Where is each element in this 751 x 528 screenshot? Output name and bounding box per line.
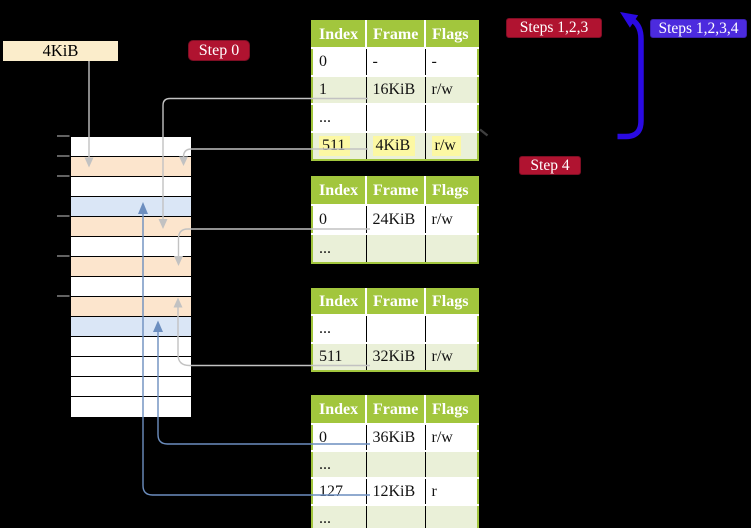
table-cell: [365, 505, 425, 528]
table-cell: [365, 315, 425, 343]
table-cell: [365, 234, 425, 263]
steps-123-badge: Steps 1,2,3: [506, 18, 602, 38]
column-header: Flags: [424, 289, 478, 315]
table-cell: 0: [319, 53, 327, 70]
table-cell: 24KiB: [365, 205, 425, 234]
column-header: Index: [312, 396, 366, 424]
memory-row-4: [71, 217, 191, 237]
table-cell: ...: [312, 505, 366, 528]
table-row: ...: [312, 315, 478, 343]
table-cell: 511: [312, 343, 366, 371]
table-cell: 511: [312, 132, 366, 160]
step-0-badge: Step 0: [188, 40, 250, 61]
table-cell: 4KiB: [365, 132, 425, 160]
table-cell: 0: [319, 210, 327, 228]
table-cell: 0: [319, 428, 327, 446]
column-header: Index: [312, 21, 366, 48]
table-cell: 32KiB: [365, 343, 425, 371]
column-header: Frame: [365, 396, 425, 424]
highlighted-value: 4KiB: [372, 136, 416, 156]
memory-strip: [70, 136, 192, 418]
walk-return-arrowhead: [620, 12, 639, 28]
steps-1234-badge: Steps 1,2,3,4: [650, 19, 747, 38]
table-row: 511 4KiB r/w: [312, 132, 478, 160]
table-cell: [424, 505, 478, 528]
column-header: Index: [312, 289, 366, 315]
table-cell: -: [365, 48, 425, 76]
table-cell: 36KiB: [365, 424, 425, 451]
table-cell: 1: [312, 76, 366, 104]
table-cell: r/w: [424, 132, 478, 160]
table-cell: [424, 234, 478, 263]
table-row: ...: [312, 451, 478, 478]
memory-row-12: [71, 377, 191, 397]
table-cell: 127: [319, 482, 343, 500]
table-cell: 12KiB: [365, 478, 425, 505]
table-cell: -: [424, 48, 478, 76]
memory-row-7: [71, 277, 191, 297]
memory-row-1: [71, 157, 191, 177]
table-cell: ...: [319, 320, 331, 337]
table-cell: r/w: [424, 424, 478, 451]
table-cell: ...: [312, 451, 366, 478]
step-4-badge: Step 4: [519, 156, 581, 175]
table-cell: r/w: [424, 343, 478, 371]
table-cell: [365, 104, 425, 132]
column-header: Flags: [424, 177, 478, 205]
table-row: ...: [312, 505, 478, 528]
table-cell: r/w: [424, 76, 478, 104]
column-header: Flags: [424, 396, 478, 424]
memory-row-2: [71, 177, 191, 197]
table-cell: [424, 315, 478, 343]
column-header: Frame: [365, 289, 425, 315]
walk-return-arrow: [617, 17, 644, 140]
memory-row-10: [71, 337, 191, 357]
memory-row-3: [71, 197, 191, 217]
table-cell: [424, 451, 478, 478]
stub-mark: [479, 128, 489, 137]
table-row: ...: [312, 234, 478, 263]
table-cell: [365, 451, 425, 478]
memory-row-6: [71, 257, 191, 277]
table-cell: r: [424, 478, 478, 505]
table-row: ...: [312, 104, 478, 132]
column-header: Index: [312, 177, 366, 205]
column-header: Frame: [365, 177, 425, 205]
memory-row-11: [71, 357, 191, 377]
table-cell: r/w: [424, 205, 478, 234]
memory-row-5: [71, 237, 191, 257]
memory-row-13: [71, 397, 191, 417]
highlighted-value: 511: [319, 136, 351, 156]
table-cell: ...: [319, 109, 331, 126]
memory-row-8: [71, 297, 191, 317]
table-row: 0 --: [312, 48, 478, 76]
memory-row-0: [71, 137, 191, 157]
table-cell: ...: [312, 234, 366, 263]
page-size-label: 4KiB: [3, 41, 118, 61]
column-header: Flags: [424, 21, 478, 48]
table-cell: [424, 104, 478, 132]
table-cell: 16KiB: [365, 76, 425, 104]
memory-row-9: [71, 317, 191, 337]
tick-marks: [57, 135, 70, 297]
column-header: Frame: [365, 21, 425, 48]
highlighted-value: r/w: [431, 136, 461, 156]
